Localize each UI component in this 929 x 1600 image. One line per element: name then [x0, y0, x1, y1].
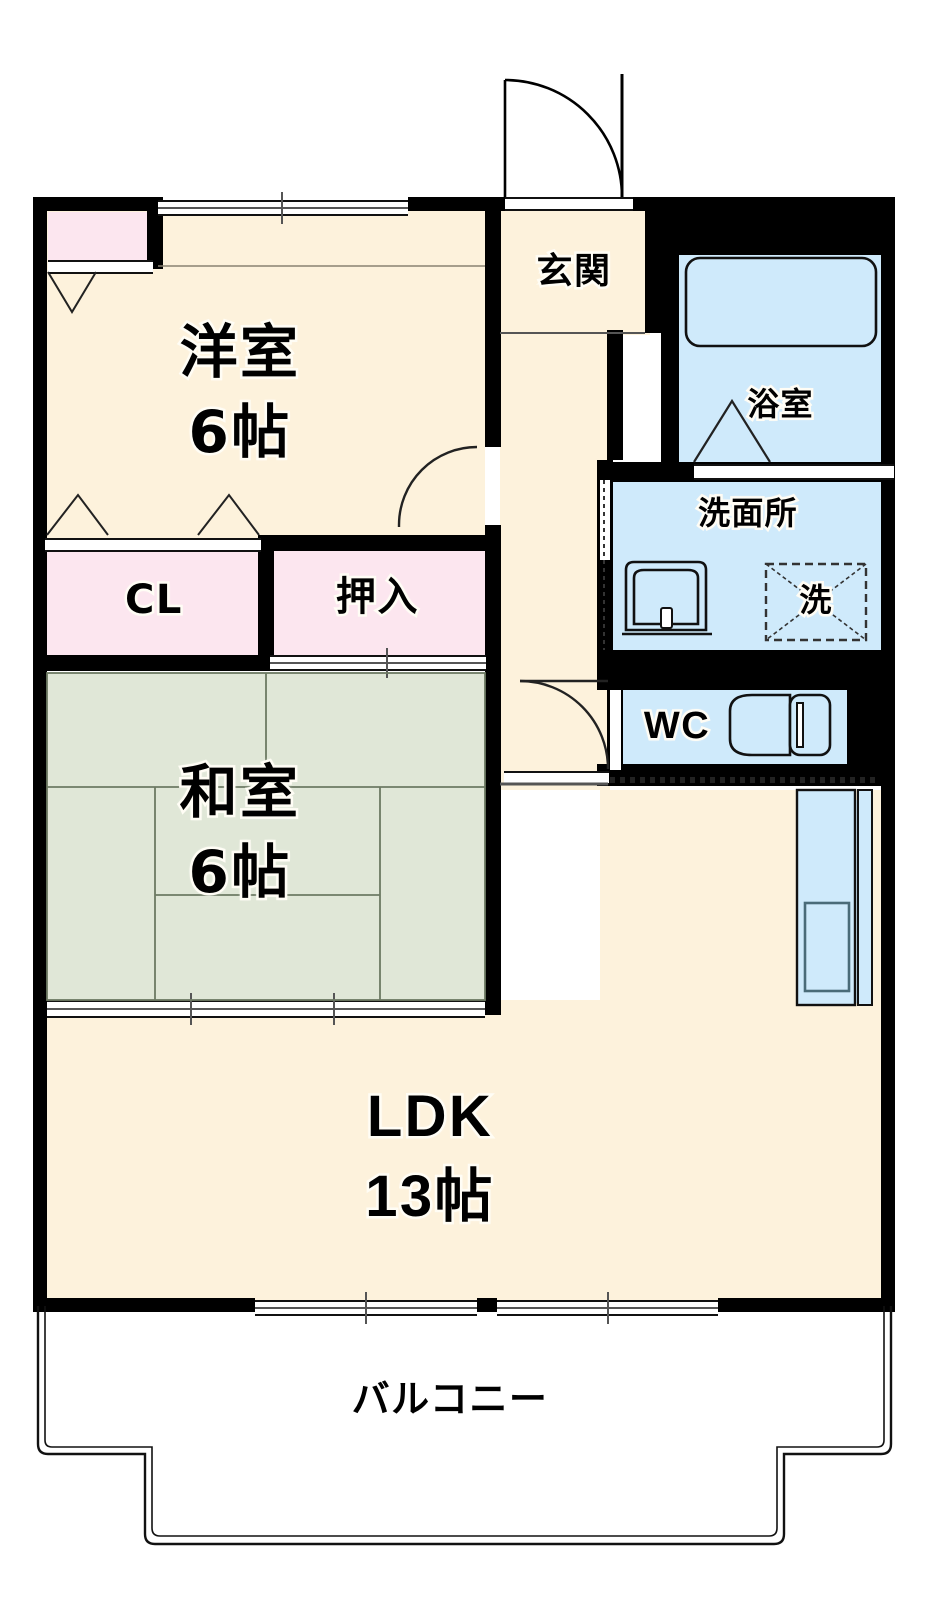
wall-outer-bottom-mid: [477, 1298, 497, 1312]
yokushitsu-floor: [678, 252, 883, 464]
wall-bath-top-block: [645, 205, 895, 255]
genkan-floor: [500, 205, 650, 335]
wall-outer-bottom-right: [718, 1298, 895, 1312]
oshiire-door-mullion: [270, 662, 486, 664]
ldk-floor: [45, 1000, 883, 1312]
wall-wc-bottom: [597, 764, 883, 786]
washitsu-floor: [45, 673, 485, 1000]
wall-cl-top: [258, 535, 501, 551]
washitsu-ldk-door-tick-1: [190, 993, 192, 1025]
youshitsu-door-frame: [487, 447, 499, 525]
window-youshitsu-top-tick: [281, 192, 283, 224]
washitsu-label: 和室: [177, 758, 301, 827]
yokushitsu-label: 浴室: [745, 384, 815, 425]
hallway-ldk-door-pane[interactable]: [504, 771, 609, 785]
cl-closet-floor: [45, 548, 263, 660]
wall-wc-right: [847, 670, 883, 778]
ldk-size-label: 13帖: [363, 1162, 495, 1231]
wall-outer-top-mid: [408, 197, 508, 211]
wall-youshitsu-right-lower: [485, 525, 501, 673]
senmenjo-door-frame: [600, 480, 610, 560]
wall-hallway-right: [607, 330, 623, 460]
genkan-floor-lower: [500, 330, 610, 370]
wall-cl-bottom: [33, 655, 274, 671]
cl-label: CL: [122, 576, 184, 625]
genkan-label: 玄関: [534, 249, 612, 294]
wall-outer-bottom-left: [33, 1298, 255, 1312]
genkan-door-pane[interactable]: [505, 197, 633, 211]
genkan-door-swing: [503, 74, 624, 198]
small-closet-floor: [48, 212, 153, 260]
washitsu-ldk-door-mullion: [47, 1008, 485, 1010]
youshitsu-size-label: 6帖: [186, 398, 292, 467]
bath-door-pane[interactable]: [694, 464, 894, 480]
ldk-label: LDK: [364, 1082, 494, 1151]
wall-outer-top-left: [33, 197, 158, 211]
balcony-label: バルコニー: [351, 1377, 549, 1421]
oshiire-label: 押入: [333, 573, 420, 622]
washer-label: 洗: [797, 580, 834, 621]
hallway-floor: [500, 330, 610, 790]
washitsu-size-label: 6帖: [186, 838, 292, 907]
ldk-balcony-window-left-tick: [365, 1292, 367, 1324]
senmenjo-label: 洗面所: [696, 493, 800, 534]
wall-youshitsu-right: [485, 197, 501, 447]
washitsu-ldk-door-tick-2: [333, 993, 335, 1025]
oshiire-floor: [270, 548, 485, 660]
wc-label: WC: [641, 703, 711, 750]
oshiire-door-tick: [386, 648, 388, 678]
wall-outer-left: [33, 197, 47, 1312]
wall-cl-oshiire-divider: [258, 535, 274, 663]
ldk-balcony-window-right-tick: [607, 1292, 609, 1324]
wall-bath-left: [661, 205, 679, 470]
wall-wc-top: [597, 670, 895, 690]
wc-door-frame: [610, 690, 621, 770]
cl-door[interactable]: [45, 538, 261, 552]
closet-door-small[interactable]: [48, 260, 153, 274]
kitchen-counter: [797, 800, 872, 1003]
window-youshitsu-top-mullion: [158, 207, 408, 209]
wall-washitsu-right: [485, 655, 501, 1015]
youshitsu-label: 洋室: [177, 318, 301, 387]
wall-senmenjo-bottom: [597, 650, 895, 670]
wall-outer-right: [881, 197, 895, 1312]
